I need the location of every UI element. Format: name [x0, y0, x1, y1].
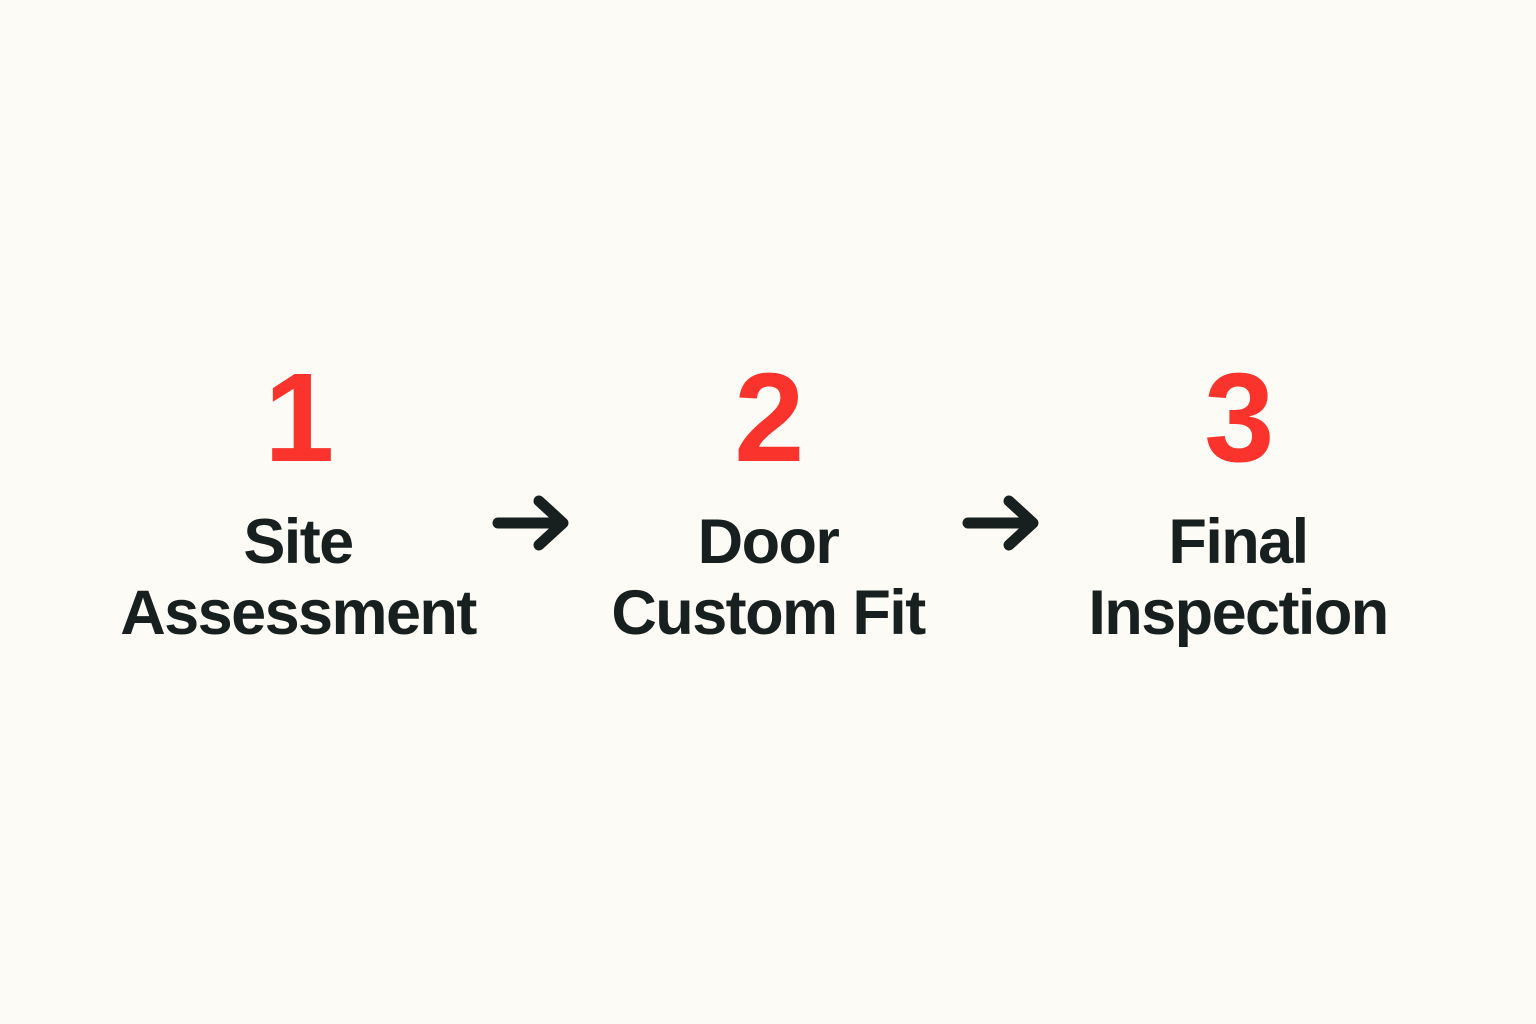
arrow-connector-2: [948, 492, 1058, 554]
step-label-2: Door Custom Fit: [611, 507, 926, 648]
process-step-3: 3 Final Inspection: [1058, 355, 1418, 648]
step-number-2: 2: [734, 347, 804, 489]
step-number-1: 1: [264, 347, 334, 489]
arrow-connector-1: [478, 492, 588, 554]
arrow-right-icon: [962, 495, 1039, 551]
process-step-1: 1 Site Assessment: [118, 355, 478, 648]
process-step-2: 2 Door Custom Fit: [588, 355, 948, 648]
arrow-right-icon: [492, 495, 569, 551]
step-number-3: 3: [1204, 347, 1274, 489]
step-label-3: Final Inspection: [1088, 507, 1389, 648]
step-label-1: Site Assessment: [120, 507, 477, 648]
